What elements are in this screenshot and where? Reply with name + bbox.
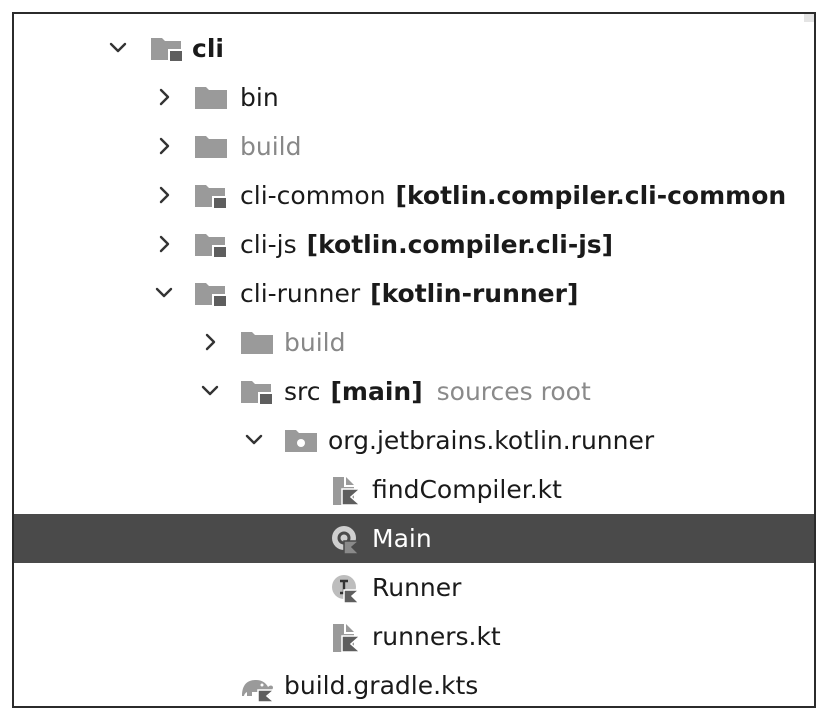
- source-set-name: [main]: [330, 377, 423, 406]
- tree-node-label: cli: [192, 34, 224, 63]
- folder-icon: [194, 134, 228, 160]
- tree-node-label: org.jetbrains.kotlin.runner: [328, 426, 655, 455]
- tree-node-package[interactable]: org.jetbrains.kotlin.runner: [14, 416, 814, 465]
- scrollbar-corner: [804, 14, 814, 22]
- chevron-down-icon[interactable]: [198, 367, 220, 416]
- chevron-down-icon[interactable]: [106, 24, 128, 73]
- gradle-elephant-icon: [238, 672, 277, 702]
- project-tree-panel: cli bin build: [12, 12, 816, 708]
- tree-node-label: cli-runner: [240, 279, 361, 308]
- chevron-down-icon[interactable]: [242, 416, 264, 465]
- source-root-icon: [240, 379, 274, 406]
- tree-node-label: runners.kt: [372, 622, 501, 651]
- kotlin-file-icon: [330, 475, 364, 506]
- package-icon: [284, 428, 318, 454]
- tree-node-cli-js[interactable]: cli-js [kotlin.compiler.cli-js]: [14, 220, 814, 269]
- tree-node-cli[interactable]: cli: [14, 24, 814, 73]
- tree-node-label: cli-js: [240, 230, 297, 259]
- tree-node-build[interactable]: build: [14, 318, 814, 367]
- tree-node-label: build: [284, 328, 346, 357]
- module-name: [kotlin.compiler.cli-js]: [306, 230, 614, 259]
- module-folder-icon: [150, 36, 184, 63]
- tree-node-build[interactable]: build: [14, 122, 814, 171]
- module-folder-icon: [194, 183, 228, 210]
- chevron-right-icon[interactable]: [152, 73, 174, 122]
- chevron-right-icon[interactable]: [152, 171, 174, 220]
- tree-node-label: build: [240, 132, 302, 161]
- tree-node-label: build.gradle.kts: [284, 671, 479, 700]
- kotlin-file-icon: [330, 622, 364, 653]
- chevron-right-icon[interactable]: [152, 220, 174, 269]
- tree-node-label: cli-common: [240, 181, 386, 210]
- tree-node-cli-common[interactable]: cli-common [kotlin.compiler.cli-common: [14, 171, 814, 220]
- module-name: [kotlin-runner]: [370, 279, 579, 308]
- chevron-right-icon[interactable]: [198, 318, 220, 367]
- tree-node-label: findCompiler.kt: [372, 475, 562, 504]
- tree-node-src[interactable]: src [main] sources root: [14, 367, 814, 416]
- chevron-right-icon[interactable]: [152, 122, 174, 171]
- module-name: [kotlin.compiler.cli-common: [395, 181, 787, 210]
- tree-node-findcompiler[interactable]: findCompiler.kt: [14, 465, 814, 514]
- tree-node-cli-runner[interactable]: cli-runner [kotlin-runner]: [14, 269, 814, 318]
- folder-icon: [240, 330, 274, 356]
- sources-root-hint: sources root: [436, 377, 591, 406]
- tree-node-runner[interactable]: Runner: [14, 563, 814, 612]
- module-folder-icon: [194, 281, 228, 308]
- tree-node-label: Main: [372, 524, 432, 553]
- tree-node-label: bin: [240, 83, 279, 112]
- tree-node-label: Runner: [372, 573, 462, 602]
- tree-node-runners[interactable]: runners.kt: [14, 612, 814, 661]
- module-folder-icon: [194, 232, 228, 259]
- tree-node-label: src: [284, 377, 321, 406]
- kotlin-object-icon: [330, 524, 364, 555]
- kotlin-interface-icon: [330, 573, 364, 604]
- tree-node-build-gradle[interactable]: build.gradle.kts: [14, 661, 814, 706]
- folder-icon: [194, 85, 228, 111]
- tree-node-main[interactable]: Main: [14, 514, 814, 563]
- tree-node-bin[interactable]: bin: [14, 73, 814, 122]
- chevron-down-icon[interactable]: [152, 269, 174, 318]
- project-tree: cli bin build: [14, 24, 814, 706]
